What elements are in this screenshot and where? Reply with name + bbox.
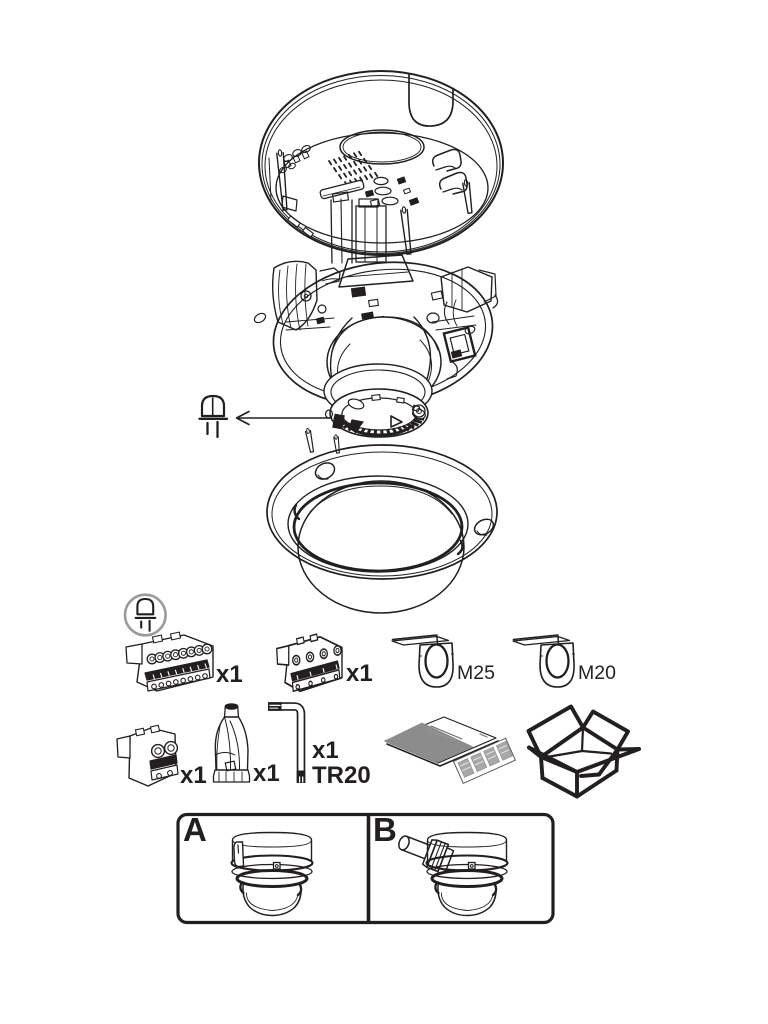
svg-text:A: A	[183, 811, 207, 848]
svg-text:x1: x1	[180, 762, 207, 789]
svg-text:x1: x1	[346, 660, 373, 687]
svg-text:M20: M20	[578, 662, 616, 684]
svg-text:x1: x1	[312, 737, 339, 764]
svg-text:TR20: TR20	[312, 762, 371, 789]
svg-text:x1: x1	[216, 661, 243, 688]
svg-text:x1: x1	[253, 760, 280, 787]
svg-text:B: B	[373, 811, 397, 848]
svg-text:M25: M25	[457, 662, 495, 684]
